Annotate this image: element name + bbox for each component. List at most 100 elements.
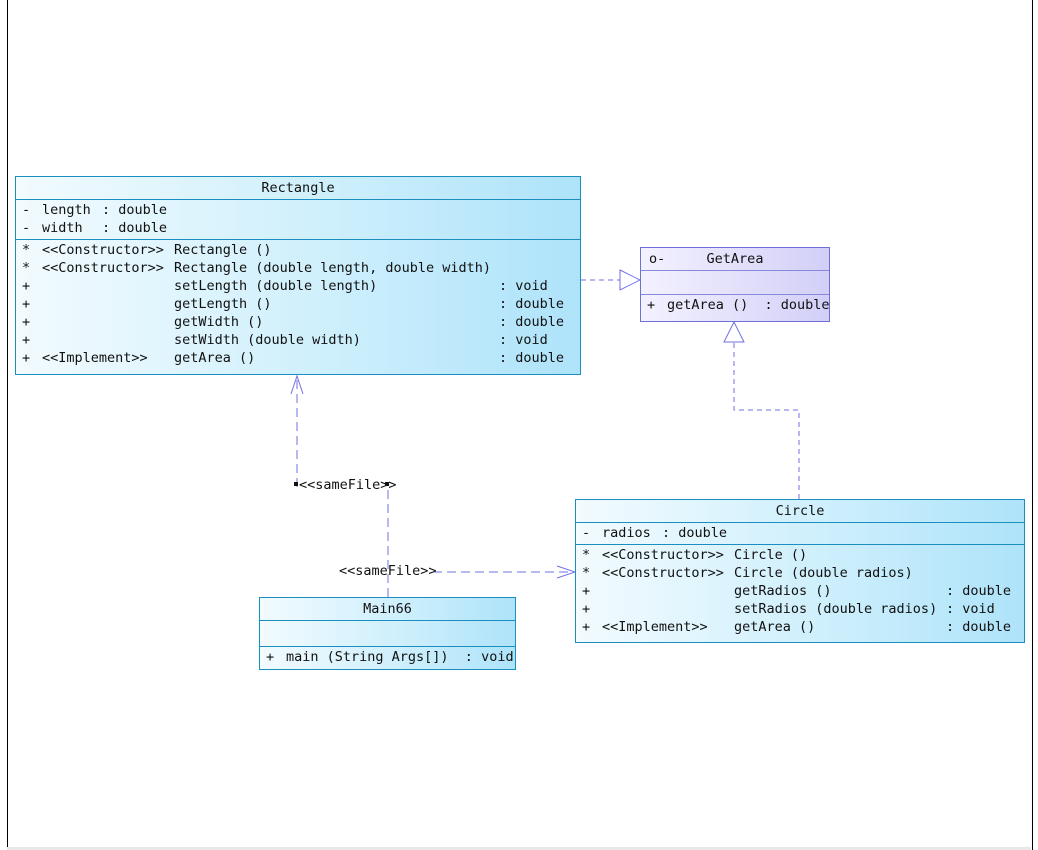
operation-signature: getArea () : double (667, 297, 830, 313)
label-anchor-handle (294, 482, 298, 486)
visibility-marker: + (22, 296, 31, 312)
visibility-marker: - (22, 220, 31, 236)
return-type: : void (946, 601, 995, 617)
visibility-marker: + (582, 601, 591, 617)
stereotype: <<Constructor>> (42, 260, 164, 276)
class-main66[interactable]: Main66 + main (String Args[]) : void (259, 597, 516, 670)
attribute-name: radios (602, 525, 651, 541)
return-type: : void (499, 278, 548, 294)
return-type: : void (499, 332, 548, 348)
class-rectangle[interactable]: Rectangle -length: double-width: double … (15, 176, 581, 375)
operation-row: + <<Implement>> getArea () : double (16, 349, 580, 367)
canvas-right-border (1032, 0, 1033, 850)
visibility-marker: + (582, 619, 591, 635)
label-anchor-handle (385, 482, 389, 486)
realization-rectangle-getarea[interactable] (581, 269, 642, 291)
dependency-label-samefile: <<sameFile>> (339, 563, 437, 579)
dependency-arrowhead (290, 374, 304, 395)
visibility-marker: + (582, 583, 591, 599)
operation-signature: setRadios (double radios) (734, 601, 938, 617)
visibility-marker: - (22, 202, 31, 218)
realization-arrowhead (619, 269, 642, 291)
operations-compartment: + main (String Args[]) : void (260, 647, 515, 668)
realization-circle-getarea[interactable] (723, 320, 800, 499)
operation-signature: getArea () (734, 619, 816, 635)
return-type: : double (946, 583, 1012, 599)
operation-signature: main (String Args[]) : void (286, 649, 514, 665)
operation-signature: setLength (double length) (174, 278, 378, 294)
visibility-marker: * (582, 565, 591, 581)
realization-arrowhead (723, 320, 745, 343)
stereotype: <<Implement>> (602, 619, 708, 635)
attribute-row: -length : double (16, 201, 580, 219)
return-type: : double (499, 350, 565, 366)
attribute-name: length (42, 202, 91, 218)
attribute-type: : double (102, 202, 168, 218)
visibility-marker: + (22, 350, 31, 366)
visibility-marker: * (22, 260, 31, 276)
operation-row: * <<Constructor>> Rectangle (double length… (16, 259, 580, 277)
operation-row: + main (String Args[]) : void (260, 648, 515, 666)
dependency-main66-circle[interactable] (433, 565, 577, 579)
operation-row: + setRadios (double radios) : void (576, 600, 1024, 618)
class-circle[interactable]: Circle -radios: double *<<Constructor>>C… (575, 499, 1025, 643)
stereotype: <<Implement>> (42, 350, 148, 366)
canvas-scroll-edge (7, 847, 1031, 850)
return-type: : double (499, 296, 565, 312)
operation-row: * <<Constructor>> Rectangle () (16, 241, 580, 259)
visibility-marker: * (582, 547, 591, 563)
attribute-type: : double (662, 525, 728, 541)
operations-compartment: + getArea () : double (641, 295, 830, 316)
operation-signature: getArea () (174, 350, 256, 366)
operation-signature: setWidth (double width) (174, 332, 361, 348)
attribute-row: -width : double (16, 219, 580, 237)
class-name: GetArea (706, 251, 764, 267)
visibility-marker: + (647, 297, 656, 313)
operation-signature: Circle (double radios) (734, 565, 913, 581)
attribute-type: : double (102, 220, 168, 236)
operation-row: * <<Constructor>> Circle (double radios) (576, 564, 1024, 582)
operation-row: + getRadios () : double (576, 582, 1024, 600)
dependency-main66-rectangle[interactable] (290, 374, 389, 597)
visibility-marker: + (266, 649, 275, 665)
attributes-compartment (260, 621, 515, 647)
operation-row: + getArea () : double (641, 296, 830, 314)
interface-icon: o- (649, 251, 666, 267)
stereotype: <<Constructor>> (602, 565, 724, 581)
return-type: : double (499, 314, 565, 330)
class-name: Main66 (260, 598, 515, 621)
interface-header: o- GetArea (641, 248, 829, 271)
attributes-compartment: -radios : double (576, 523, 1024, 545)
visibility-marker: + (22, 314, 31, 330)
operation-row: + getWidth () : double (16, 313, 580, 331)
dependency-label-samefile: <<sameFile>> (299, 477, 397, 493)
operation-signature: Circle () (734, 547, 808, 563)
visibility-marker: + (22, 332, 31, 348)
attributes-compartment (641, 271, 829, 295)
operation-row: + getLength () : double (16, 295, 580, 313)
operations-compartment: *<<Constructor>>Circle ()*<<Constructor>… (576, 545, 1024, 638)
operation-row: + <<Implement>> getArea () : double (576, 618, 1024, 636)
attribute-row: -radios : double (576, 524, 1024, 542)
visibility-marker: + (22, 278, 31, 294)
visibility-marker: - (582, 525, 591, 541)
realization-line (733, 342, 800, 499)
interface-getarea[interactable]: o- GetArea + getArea () : double (640, 247, 830, 322)
operations-compartment: * <<Constructor>> Rectangle () * <<Construct… (16, 240, 580, 369)
class-name: Circle (576, 500, 1024, 523)
operation-row: + setWidth (double width) : void (16, 331, 580, 349)
operation-signature: Rectangle () (174, 242, 272, 258)
stereotype: <<Constructor>> (42, 242, 164, 258)
operation-row: *<<Constructor>>Circle () (576, 546, 1024, 564)
visibility-marker: * (22, 242, 31, 258)
canvas-left-border (7, 0, 8, 850)
operation-signature: getWidth () (174, 314, 264, 330)
class-name: Rectangle (16, 177, 580, 200)
attribute-name: width (42, 220, 83, 236)
attributes-compartment: -length : double -width : double (16, 200, 580, 240)
return-type: : double (946, 619, 1012, 635)
operation-signature: getLength () (174, 296, 272, 312)
operation-signature: Rectangle (double length, double width) (174, 260, 491, 276)
operation-signature: getRadios () (734, 583, 832, 599)
